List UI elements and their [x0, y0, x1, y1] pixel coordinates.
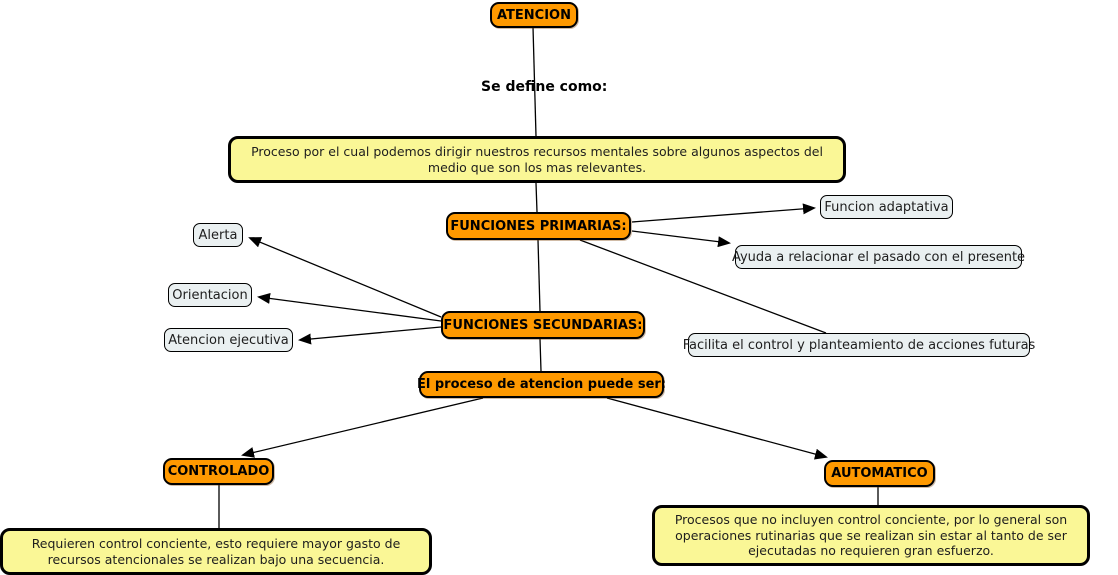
- node-controlado-descripcion-label: Requieren control conciente, esto requie…: [31, 535, 401, 567]
- node-automatico[interactable]: AUTOMATICO: [824, 460, 935, 487]
- edge-primarias-secundarias: [537, 239, 541, 312]
- node-automatico-descripcion[interactable]: Procesos que no incluyen control concien…: [652, 505, 1090, 566]
- node-automatico-label: AUTOMATICO: [831, 466, 928, 481]
- node-definicion[interactable]: Proceso por el cual podemos dirigir nues…: [228, 136, 846, 183]
- edge-atencion-definicion: [532, 26, 537, 137]
- node-controlado-descripcion[interactable]: Requieren control conciente, esto requie…: [0, 528, 432, 575]
- edge-proceso-automatico: [606, 397, 828, 460]
- node-funciones-primarias-label: FUNCIONES PRIMARIAS:: [450, 218, 627, 234]
- node-atencion-label: ATENCION: [497, 7, 571, 23]
- node-controlado[interactable]: CONTROLADO: [163, 458, 274, 485]
- edge-secundarias-ejecutiva: [298, 326, 442, 345]
- node-funciones-primarias[interactable]: FUNCIONES PRIMARIAS:: [446, 212, 631, 240]
- node-automatico-descripcion-label: Procesos que no incluyen control concien…: [674, 512, 1068, 559]
- node-funcion-adaptativa-label: Funcion adaptativa: [824, 199, 949, 215]
- node-facilita-control-label: Facilita el control y planteamiento de a…: [682, 337, 1036, 353]
- edge-primarias-ayuda: [631, 230, 731, 248]
- node-atencion[interactable]: ATENCION: [490, 2, 578, 28]
- edge-proceso-controlado: [241, 397, 484, 458]
- edge-primarias-facilita: [579, 239, 827, 334]
- link-label-text: Se define como:: [481, 79, 608, 95]
- node-orientacion-label: Orientacion: [172, 287, 248, 303]
- node-ayuda-relacionar[interactable]: Ayuda a relacionar el pasado con el pres…: [731, 245, 1026, 269]
- edge-secundarias-proceso: [539, 338, 542, 372]
- node-funciones-secundarias[interactable]: FUNCIONES SECUNDARIAS:: [441, 311, 645, 339]
- node-atencion-ejecutiva-label: Atencion ejecutiva: [168, 332, 289, 348]
- node-proceso-puede-ser[interactable]: El proceso de atencion puede ser:: [417, 371, 666, 398]
- node-atencion-ejecutiva[interactable]: Atencion ejecutiva: [164, 328, 293, 352]
- node-definicion-label: Proceso por el cual podemos dirigir nues…: [251, 143, 823, 175]
- edge-definicion-primarias: [535, 182, 538, 213]
- node-proceso-puede-ser-label: El proceso de atencion puede ser:: [417, 377, 666, 392]
- node-orientacion[interactable]: Orientacion: [168, 283, 252, 307]
- node-alerta[interactable]: Alerta: [193, 223, 243, 247]
- node-controlado-label: CONTROLADO: [167, 464, 270, 479]
- edge-primarias-adaptativa: [631, 203, 816, 223]
- link-label-se-define-como[interactable]: Se define como:: [481, 79, 607, 95]
- node-funciones-secundarias-label: FUNCIONES SECUNDARIAS:: [443, 317, 643, 333]
- edge-secundarias-alerta: [248, 237, 442, 318]
- node-alerta-label: Alerta: [198, 227, 238, 243]
- node-ayuda-relacionar-label: Ayuda a relacionar el pasado con el pres…: [731, 249, 1026, 265]
- node-facilita-control[interactable]: Facilita el control y planteamiento de a…: [683, 333, 1035, 357]
- edge-secundarias-orientacion: [257, 292, 442, 322]
- node-funcion-adaptativa[interactable]: Funcion adaptativa: [820, 195, 953, 219]
